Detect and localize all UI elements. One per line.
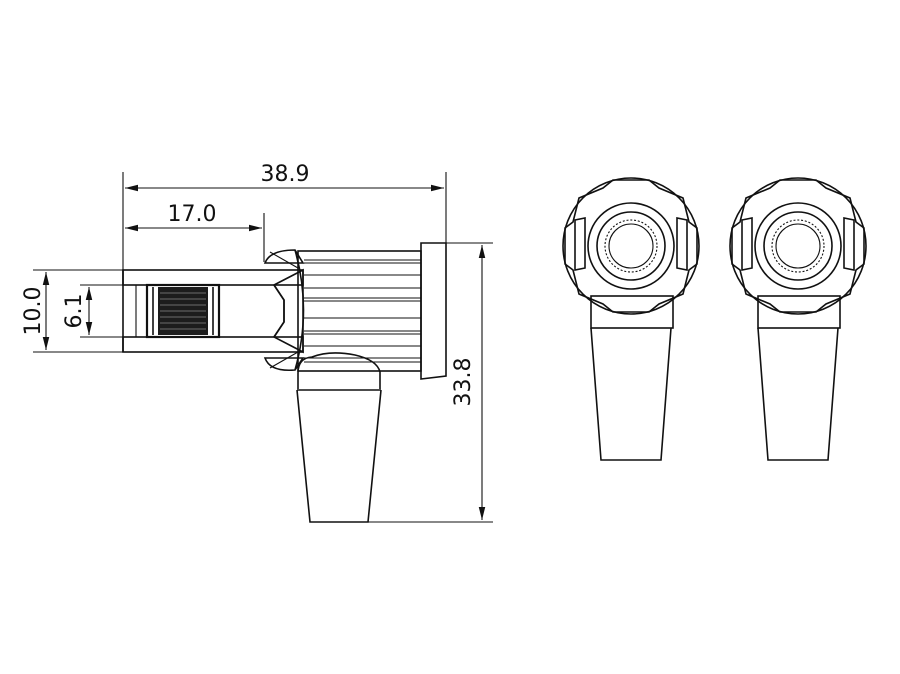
dimension-overall-height: 33.8 [310,242,493,523]
dimension-label-10-0: 10.0 [21,287,46,336]
side-section-view [122,242,447,523]
dimension-label-38-9: 38.9 [261,162,310,187]
dimension-label-6-1: 6.1 [62,294,87,329]
dimension-diameters: 10.0 6.1 [21,269,148,353]
front-view-1 [562,177,700,461]
dimension-inner-length: 17.0 [124,202,265,262]
dimension-label-17-0: 17.0 [168,202,217,227]
dimension-label-33-8: 33.8 [451,358,476,407]
front-view-2 [729,177,867,461]
dimension-overall-length: 38.9 [122,162,447,270]
